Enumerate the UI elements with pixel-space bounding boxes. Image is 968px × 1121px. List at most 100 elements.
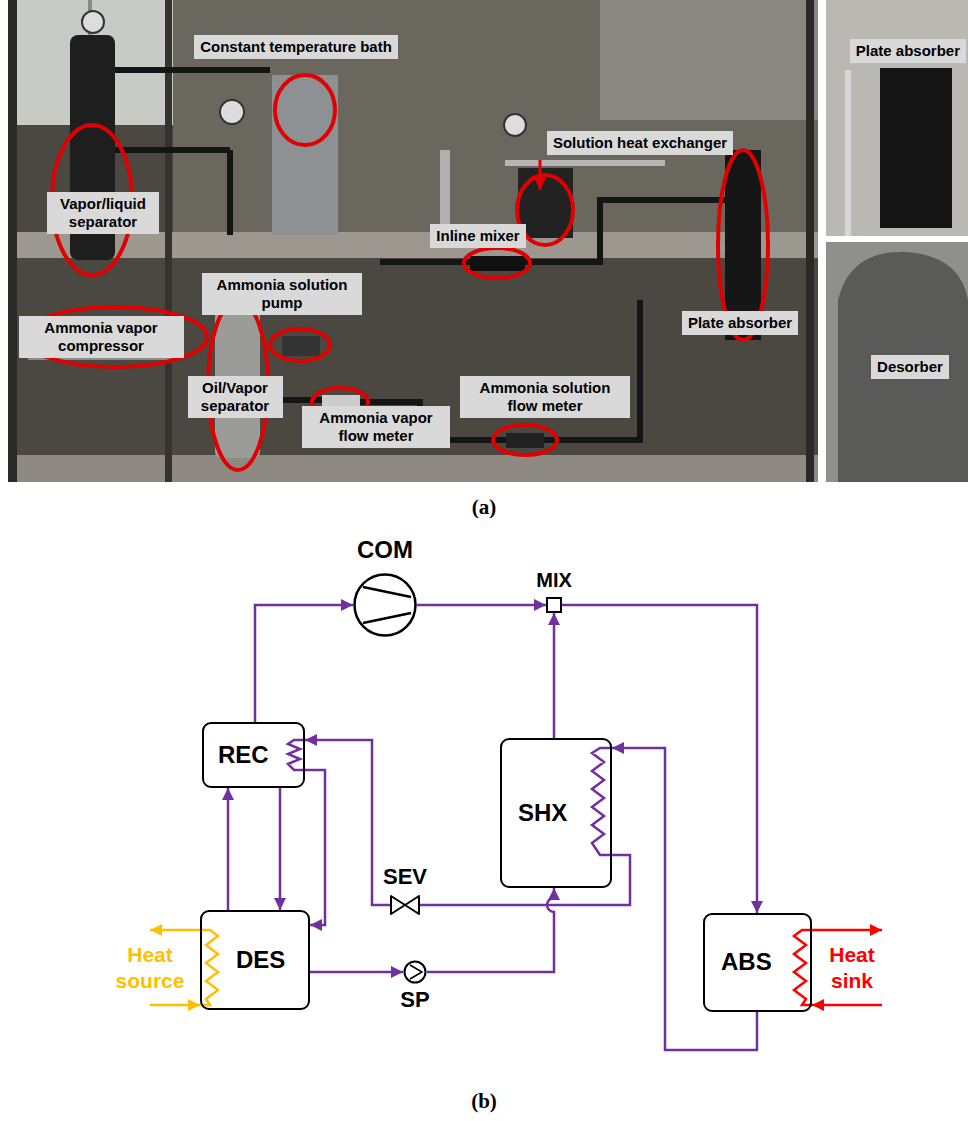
frame-rail [440, 150, 450, 235]
back-wall-light [600, 0, 818, 120]
coil [794, 930, 812, 1005]
flow-connector [305, 740, 390, 905]
label-text: Ammonia vapor compressor [25, 319, 178, 355]
coil [200, 930, 218, 1005]
highlight-ellipses [23, 75, 768, 470]
highlight-ellipse [275, 75, 335, 145]
plate-absorber [880, 68, 952, 228]
inset-photo [826, 0, 968, 236]
symbol-label-block: COM [357, 537, 413, 563]
frame-rail [505, 160, 665, 166]
label-text: Ammonia solution flow meter [466, 379, 624, 415]
pump-circle [405, 962, 426, 983]
compressor-symbol-outline [353, 573, 417, 637]
compressor-stroke [363, 587, 411, 597]
process-box: ABS [703, 913, 812, 1012]
flow-connector [227, 788, 230, 910]
label-text: Ammonia vapor flow meter [308, 409, 444, 445]
flow-connector [279, 788, 282, 910]
flow-connector [420, 855, 630, 905]
compressor-circle [355, 575, 416, 636]
callout-label: Desorber [871, 355, 949, 379]
label-text: Plate absorber [688, 314, 792, 332]
box-label: REC [218, 724, 269, 785]
pump-symbol-outline [403, 960, 427, 984]
pump-symbol: SP [403, 960, 427, 984]
symbol-label: MIX [536, 569, 572, 591]
heat-arrow [150, 1004, 200, 1007]
pipe [380, 200, 725, 262]
flow-connector [562, 605, 757, 913]
photo-ground [8, 0, 818, 482]
flow-connector [417, 604, 546, 607]
compressor-symbol: COM [353, 573, 417, 637]
heat-arrow [812, 929, 882, 932]
box-label: SHX [518, 740, 567, 885]
valve-symbol-outline [390, 895, 420, 915]
flow-connector [427, 888, 554, 972]
callout-label: Plate absorber [850, 39, 966, 63]
callout-label: Plate absorber [682, 311, 798, 335]
heat-arrow [150, 929, 200, 932]
highlight-ellipse [270, 329, 330, 361]
mixer-symbol: MIX [546, 597, 562, 613]
upper-shelf [8, 232, 818, 258]
inset-photo [826, 242, 968, 482]
symbol-label: COM [357, 537, 413, 563]
frame-post [8, 0, 17, 482]
mixer-symbol-outline [546, 597, 562, 613]
highlight-ellipse [464, 248, 530, 278]
leader-arrow [539, 160, 542, 190]
valve-bowtie [391, 896, 419, 914]
pressure-gauge [82, 11, 104, 33]
symbol-label: SP [400, 988, 429, 1012]
coil [592, 748, 612, 855]
heat-exchanger [518, 168, 573, 238]
label-text: Oil/Vapor separator [194, 379, 277, 415]
compressor-stroke [363, 613, 411, 623]
callout-label: Oil/Vapor separator [188, 376, 283, 418]
box-label: ABS [721, 915, 772, 1009]
label-text: Ammonia solution pump [208, 276, 356, 312]
panel-label: (b) [471, 1088, 497, 1114]
callout-label: Inline mixer [430, 224, 525, 248]
heat-label: Heat source [105, 942, 195, 995]
symbol-label: SEV [383, 865, 427, 889]
symbol-label-block: MIX [536, 569, 572, 591]
flow-connector [255, 605, 353, 722]
process-box: REC [202, 722, 305, 788]
panel-label: (a) [472, 494, 497, 520]
lower-shelf [8, 455, 818, 482]
callout-label: Vapor/liquid separator [47, 192, 159, 234]
valve-symbol: SEV [390, 895, 420, 915]
temperature-bath [272, 75, 338, 235]
callout-label: Ammonia solution flow meter [460, 376, 630, 418]
label-text: Constant temperature bath [200, 38, 392, 56]
inline-mixer [470, 256, 525, 271]
flow-connector [310, 971, 403, 974]
heat-label: Heat sink [820, 942, 884, 995]
callout-label: Constant temperature bath [194, 35, 398, 59]
frame-rail [845, 70, 851, 236]
label-text: Desorber [877, 358, 943, 376]
symbol-label-block: SEV [383, 865, 427, 889]
pressure-gauge [504, 114, 526, 136]
symbol-label-block: SP [400, 988, 429, 1012]
box-label: DES [236, 912, 285, 1007]
callout-label: Solution heat exchanger [547, 131, 733, 155]
flow-meter [506, 433, 544, 448]
heat-arrow [812, 1004, 882, 1007]
pump [282, 336, 320, 356]
pressure-gauge [220, 100, 244, 124]
flow-connector [305, 770, 325, 925]
callout-label: Ammonia solution pump [202, 273, 362, 315]
label-text: Inline mixer [436, 227, 519, 245]
flow-connector [553, 613, 556, 738]
mixer-square [547, 598, 561, 612]
label-text: Solution heat exchanger [553, 134, 727, 152]
process-box: SHX [500, 738, 612, 888]
callout-label: Ammonia vapor compressor [19, 316, 184, 358]
frame-post [806, 0, 814, 482]
process-box: DES [200, 910, 310, 1010]
